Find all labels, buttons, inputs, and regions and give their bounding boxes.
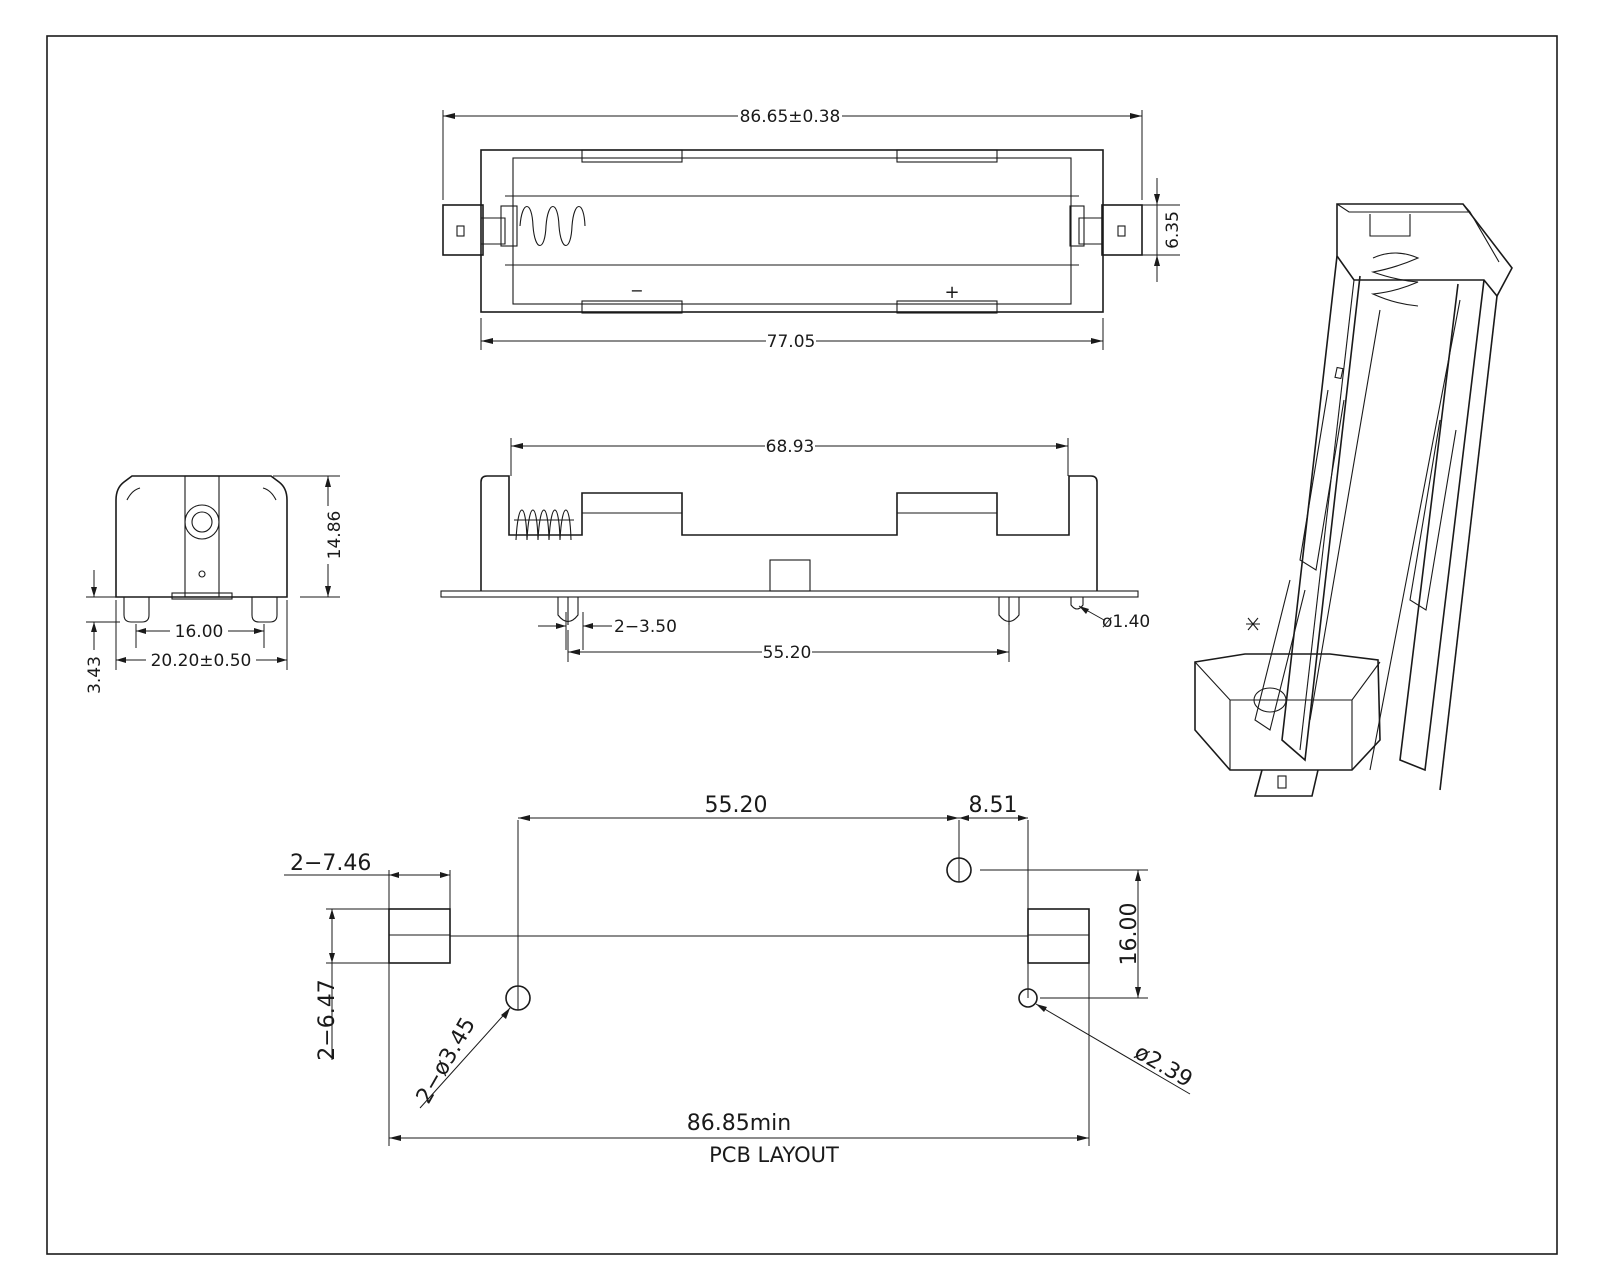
pcb-pad-left [388,908,451,964]
end-view: 14.86 3.43 16.00 20.20±0.50 [85,475,345,694]
pcb-dim-hole-spacing-text: 55.20 [705,793,768,818]
dim-body-length: 77.05 [767,332,816,352]
polarity-minus: − [630,281,643,300]
pcb-dim-min-length: 86.85min [687,1111,791,1136]
dim-terminal-width: 6.35 [1163,211,1183,249]
dim-peg-diameter: 2−3.50 [614,617,677,637]
dim-end-height: 14.86 [325,511,345,560]
top-view: − + 86.65±0.38 77.05 6.35 [442,105,1183,352]
pcb-dim-small-hole: ø2.39 [1130,1040,1197,1093]
front-view: 68.93 2−3.50 55.20 ø1.40 [440,436,1150,663]
drawing-frame [46,35,1558,1255]
pcb-dim-row-spacing: 16.00 [1117,903,1142,966]
polarity-plus: + [944,282,959,303]
dim-pin-diameter: ø1.40 [1102,612,1150,632]
pcb-layout: 55.20 8.51 2−7.46 2−6.47 16.00 2−ø3.45 ø [284,793,1197,1167]
dim-overall-length: 86.65±0.38 [740,107,841,127]
dim-end-peg-spacing: 16.00 [175,622,224,642]
pcb-dim-pad-height: 2−6.47 [315,979,340,1060]
dim-pin-height: 3.43 [85,656,105,694]
dim-peg-spacing: 55.20 [763,643,812,663]
pcb-layout-title: PCB LAYOUT [709,1143,839,1167]
pcb-dim-large-hole: 2−ø3.45 [412,1013,481,1108]
pcb-dim-hole-offset: 8.51 [969,793,1018,818]
dim-contact-span: 68.93 [766,437,815,457]
pcb-pad-right [1027,908,1090,964]
pcb-dim-pad-width: 2−7.46 [290,851,371,876]
isometric-view [1194,203,1513,797]
dim-end-width: 20.20±0.50 [151,651,252,671]
